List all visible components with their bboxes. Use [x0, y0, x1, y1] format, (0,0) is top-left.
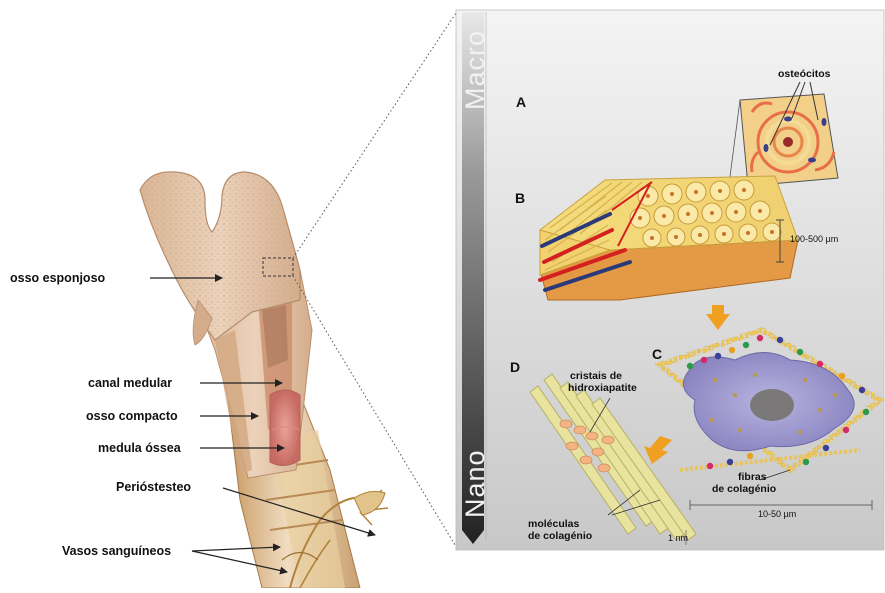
label-osso-compacto: osso compacto [86, 409, 178, 423]
label-moleculas-line2: de colagénio [528, 530, 592, 542]
level-letter-a: A [516, 94, 526, 110]
dimension-100-500um: 100-500 µm [790, 234, 838, 244]
scale-label-macro: Macro [460, 30, 491, 110]
dimension-1nm: 1 nm [668, 533, 688, 543]
label-fibras-line2: de colagénio [712, 483, 776, 495]
level-letter-b: B [515, 190, 525, 206]
label-cristais-line1: cristais de [570, 370, 622, 382]
label-periosteo: Perióstesteo [116, 480, 191, 494]
label-canal-medular: canal medular [88, 376, 172, 390]
scale-label-nano: Nano [460, 449, 491, 518]
level-letter-d: D [510, 359, 520, 375]
label-moleculas-line1: moléculas [528, 518, 579, 530]
label-osso-esponjoso: osso esponjoso [10, 271, 105, 285]
label-vasos-sanguineos: Vasos sanguíneos [62, 544, 171, 558]
bone-illustration [140, 172, 388, 588]
label-osteocitos: osteócitos [778, 68, 831, 80]
label-fibras-line1: fibras [738, 471, 767, 483]
label-cristais-line2: hidroxiapatite [568, 382, 637, 394]
level-letter-c: C [652, 346, 662, 362]
label-medula-ossea: medula óssea [98, 441, 181, 455]
dimension-10-50um: 10-50 µm [758, 509, 796, 519]
zoom-line-top [293, 10, 458, 258]
